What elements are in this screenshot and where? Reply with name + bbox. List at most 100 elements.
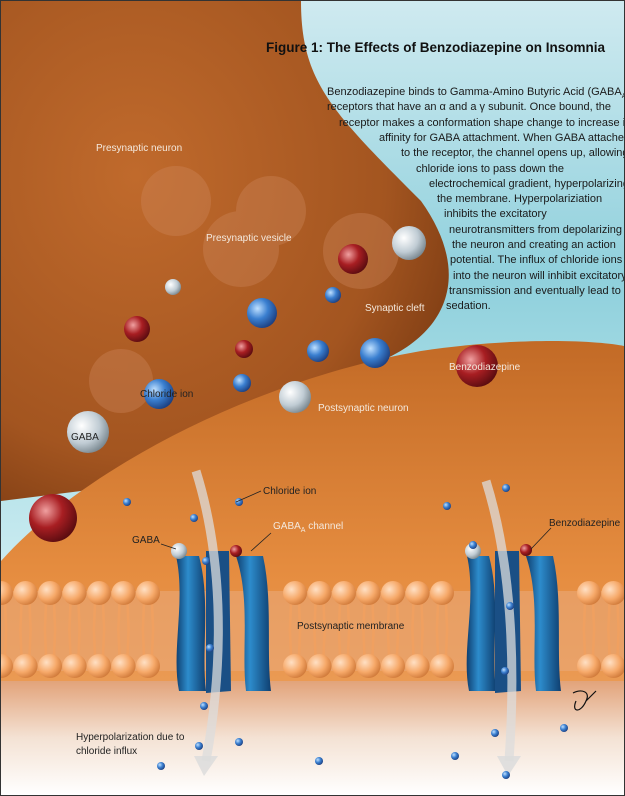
description-line: the neuron and creating an action — [452, 239, 616, 251]
lipid-tail — [616, 627, 620, 657]
lipid-tail — [420, 602, 424, 632]
lipid-tail — [297, 627, 302, 657]
lipid-tail — [411, 627, 415, 657]
lipid-tail — [92, 602, 97, 632]
lipid-tail — [322, 627, 326, 657]
label-gaba-a-channel: GABAA channel — [273, 521, 343, 534]
description-line-text: receptors that have an α and a γ subunit… — [327, 101, 611, 114]
lipid-tail — [101, 602, 106, 632]
lipid-head — [601, 654, 624, 678]
lipid-head — [1, 581, 13, 605]
lipid-head — [283, 581, 307, 605]
description-line: sedation. — [446, 300, 491, 312]
lipid-tail — [52, 627, 57, 657]
lipid-head — [356, 581, 381, 605]
lipid-head — [430, 654, 454, 678]
subscript: A — [622, 93, 624, 100]
lipid-tail — [28, 602, 32, 632]
lipid-tail — [150, 602, 155, 632]
lipid-tail — [591, 602, 596, 632]
lipid-tail — [43, 627, 48, 657]
description-line-text: receptor makes a conformation shape chan… — [339, 116, 625, 129]
gaba-a-channel-left — [176, 551, 271, 693]
description-line-text: affinity for GABA attachment. When GABA … — [379, 131, 625, 144]
description-line: inhibits the excitatory — [444, 208, 547, 220]
lipid-tail — [607, 602, 611, 632]
lipid-tail — [126, 627, 130, 657]
lipid-head — [87, 581, 111, 605]
label-hyperpolarization-1: Hyperpolarization due to — [76, 732, 185, 743]
description-line-text: inhibits the excitatory — [444, 208, 547, 221]
lipid-tail — [313, 627, 317, 657]
lipid-tail — [386, 627, 391, 657]
lipid-head — [577, 581, 601, 605]
lipid-head — [283, 654, 307, 678]
lipid-tail — [591, 627, 596, 657]
label-postsynaptic-membrane: Postsynaptic membrane — [297, 621, 405, 632]
description-line-text: sedation. — [446, 300, 491, 313]
lipid-tail — [43, 602, 48, 632]
lipid-head — [356, 654, 381, 678]
lipid-tail — [101, 627, 106, 657]
lipid-head — [111, 654, 136, 678]
description-line-text: neurotransmitters from depolarizing — [449, 223, 623, 236]
lipid-head — [38, 581, 62, 605]
label-hyperpolarization-2: chloride influx — [76, 746, 138, 757]
label-chloride-ion-top: Chloride ion — [140, 389, 194, 400]
lipid-head — [307, 581, 332, 605]
lipid-tail — [117, 602, 121, 632]
lipid-head — [405, 581, 430, 605]
lipid-tail — [616, 602, 620, 632]
lipid-tail — [288, 602, 293, 632]
description-line-text: transmission and eventually lead to — [449, 284, 621, 297]
lipid-head — [332, 654, 356, 678]
presynaptic-vesicles — [89, 166, 399, 413]
chloride-flow-arrow-right — [481, 479, 517, 762]
description-line: chloride ions to pass down the — [416, 163, 564, 175]
lipid-tail — [68, 627, 72, 657]
lipid-tail — [28, 627, 32, 657]
lipid-tail — [141, 627, 146, 657]
lipid-tail — [395, 602, 400, 632]
label-gaba-top: GABA — [71, 432, 99, 443]
label-synaptic-cleft: Synaptic cleft — [365, 303, 425, 314]
lipid-tail — [68, 602, 72, 632]
description-line: transmission and eventually lead to — [449, 285, 621, 297]
description-line-text: electrochemical gradient, hyperpolarizin… — [429, 177, 625, 190]
lipid-head — [62, 654, 87, 678]
lipid-head — [381, 654, 405, 678]
lipid-head — [87, 654, 111, 678]
lipid-tail — [582, 627, 587, 657]
lipid-tail — [395, 627, 400, 657]
label-gaba-bottom: GABA — [132, 535, 160, 546]
description-line-text: Benzodiazepine binds to Gamma-Amino Buty… — [327, 86, 622, 98]
description-line: receptors that have an α and a γ subunit… — [327, 101, 611, 113]
lipid-tail — [77, 602, 81, 632]
lipid-tail — [337, 627, 342, 657]
lipid-head — [307, 654, 332, 678]
description-line: receptor makes a conformation shape chan… — [339, 116, 625, 129]
lipid-tail — [126, 602, 130, 632]
lipid-head — [332, 581, 356, 605]
lipid-tail — [411, 602, 415, 632]
label-presynaptic-neuron: Presynaptic neuron — [96, 143, 183, 154]
lipid-head — [13, 654, 38, 678]
description-line: affinity for GABA attachment. When GABA … — [379, 131, 625, 144]
lipid-head — [577, 654, 601, 678]
lipid-tail — [3, 602, 8, 632]
description-line-text: potential. The influx of chloride ions — [450, 254, 623, 267]
description-line: electrochemical gradient, hyperpolarizin… — [429, 177, 625, 190]
gaba-molecules — [67, 226, 481, 559]
lipid-tail — [19, 627, 23, 657]
lipid-tail — [150, 627, 155, 657]
lipid-tail — [362, 627, 366, 657]
description-line: neurotransmitters from depolarizing — [449, 224, 622, 236]
description-line: potential. The influx of chloride ions — [450, 254, 622, 266]
description-line: to the receptor, the channel opens up, a… — [401, 147, 624, 159]
description-line: Benzodiazepine binds to Gamma-Amino Buty… — [327, 86, 624, 100]
lipid-tail — [77, 627, 81, 657]
lipid-tail — [337, 602, 342, 632]
label-benzodiazepine-top: Benzodiazepine — [449, 362, 521, 373]
lipid-tail — [3, 627, 8, 657]
